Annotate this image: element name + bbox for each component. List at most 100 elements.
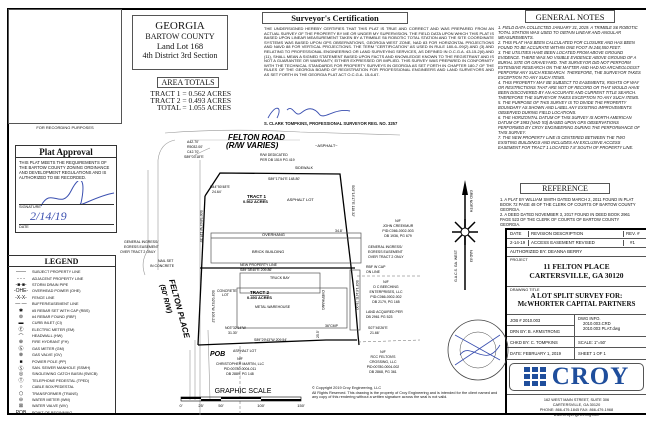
nail-set-1: NAIL SET bbox=[158, 259, 174, 263]
metal-warehouse-label: METAL WAREHOUSE bbox=[255, 305, 291, 309]
adj-ne-2: JOHN CREEKMUR bbox=[383, 224, 414, 228]
asphalt-lot: ASPHALT LOT bbox=[287, 197, 314, 202]
project-city: CARTERSVILLE, GA 30120 bbox=[529, 271, 624, 280]
se-bearing-1: S07°46'26"E bbox=[368, 326, 388, 330]
adj-south-2: CHRISTOPHER MARTIN, LLC bbox=[216, 362, 265, 366]
adj-e-1: N/F bbox=[383, 280, 389, 284]
surveyor-signature bbox=[267, 107, 351, 119]
company-website[interactable]: www.CroyEngineering.com bbox=[553, 413, 600, 417]
land-lot: Land Lot 168 bbox=[156, 41, 204, 51]
rw-dedicated-1: R/W DEDICATED bbox=[260, 153, 288, 157]
drawing-title: DRAWING TITLE A LOT SPLIT SURVEY FOR: Mc… bbox=[507, 287, 646, 315]
legend-symbol-icon: ⌒ bbox=[18, 333, 24, 340]
legend-item: ⊖WATER METER (WM) bbox=[10, 397, 113, 403]
legend-label: ELECTRIC METER (EM) bbox=[32, 327, 75, 332]
rev-num: #1 bbox=[623, 240, 643, 246]
legend-symbol-icon: ⊖ bbox=[18, 397, 24, 403]
legend-item: ——SUBJECT PROPERTY LINE bbox=[10, 269, 113, 275]
company-phone: PHONE: 866-479-1845 FAX: 866-479-1968 bbox=[539, 408, 614, 412]
legend-symbol-icon: ■ bbox=[19, 358, 23, 365]
land-acquired-2: DB 2961 PG 523 bbox=[366, 315, 393, 319]
legend-symbol-icon: -x-x- bbox=[15, 294, 27, 301]
legend-item: ⌒HEADWALL (HW) bbox=[10, 333, 113, 340]
plat-approval: Plat Approval THIS PLAT MEETS THE REQUIR… bbox=[15, 145, 117, 233]
state: GEORGIA bbox=[155, 20, 205, 32]
recording-box bbox=[8, 9, 122, 124]
easement-e-1: GENERAL INGRESS/ bbox=[368, 245, 402, 249]
easement-e-3: OVER TRACT 2 ONLY bbox=[368, 255, 404, 259]
east-bearing-2: S03°14'14"E 78.00' bbox=[355, 280, 359, 310]
se-bearing-2: 21.66' bbox=[370, 331, 380, 335]
legend-item: ▬CURB INLET (CI) bbox=[10, 320, 113, 326]
checked-by: CHKD BY: C. TOMPKINS bbox=[507, 337, 574, 348]
legend-symbol-icon: Ⓢ bbox=[18, 365, 24, 372]
legend-label: POWER POLE (PP) bbox=[32, 359, 67, 364]
cmp-label: 36"CMP bbox=[325, 324, 339, 328]
general-note: 6. THE HORIZONTAL DATUM OF THIS SURVEY I… bbox=[498, 115, 640, 135]
rev-date: 2-14-19 bbox=[510, 240, 526, 245]
legend-symbol-icon: — — bbox=[15, 301, 27, 308]
adjacent-lines bbox=[239, 275, 421, 415]
job-number: JOB # 2010.003 bbox=[507, 315, 574, 326]
concrete-lot-1: CONCRETE bbox=[217, 289, 237, 293]
land-acquired-1: LAND ACQUIRED PER bbox=[366, 310, 403, 314]
legend-item: ○CABLE BOX/PEDESTAL bbox=[10, 384, 113, 390]
map-labels: FELTON ROAD (R/W VARIES) ~ASPHALT~ A42.7… bbox=[120, 133, 414, 376]
road-felton-road: FELTON ROAD bbox=[228, 133, 285, 142]
drawing-title-label: DRAWING TITLE bbox=[510, 288, 540, 292]
drawing-title-line1: A LOT SPLIT SURVEY FOR: bbox=[530, 292, 623, 300]
graphic-scale: GRAPHIC SCALE 0' 25' 50' 100' 150' bbox=[180, 388, 305, 408]
general-notes-list: 1. FIELD DATA COLLECTED JANUARY 31, 2019… bbox=[498, 25, 644, 150]
legend-label: SUBJECT PROPERTY LINE bbox=[32, 270, 81, 275]
brick-building bbox=[210, 232, 362, 264]
rev-header-desc: REVISION DESCRIPTION bbox=[528, 231, 623, 237]
adj-ne-1: N/F bbox=[395, 219, 401, 223]
reference-list: 1. A PLAT BY WILLIAM SMITH DATED MARCH 2… bbox=[500, 197, 640, 227]
overhang: OVERHANG bbox=[262, 232, 285, 237]
legend-item: - - -ADJACENT PROPERTY LINE bbox=[10, 275, 113, 282]
bearing-corner-1: N44°50'48"E bbox=[210, 185, 231, 189]
legend-label: WATER VALVE (WV) bbox=[32, 404, 68, 409]
company-city: CARTERSVILLE, GA 30120 bbox=[552, 403, 601, 407]
authorized-by: AUTHORIZED BY: DEANNA BERRY bbox=[507, 248, 646, 257]
drawing-date: DATE: FEBRUARY 1, 2019 bbox=[510, 351, 561, 356]
legend-title: LEGEND bbox=[8, 256, 115, 267]
legend-symbol-icon: Ⓔ bbox=[18, 327, 24, 334]
legend-item: ⊚#4 REBAR FOUND (RBF) bbox=[10, 314, 113, 320]
nad-label: NAD 83 bbox=[469, 250, 473, 262]
easement-e-2: EGRESS EASEMENT bbox=[368, 250, 404, 254]
tract-2-label: TRACT 2 bbox=[250, 290, 269, 295]
reference-item: 2. A DEED DATED NOVEMBER 3, 2017 FOUND I… bbox=[500, 212, 631, 227]
easement-w-2: EGRESS EASEMENT bbox=[124, 245, 160, 249]
drawing-title-line2: McWHORTER CAPITAL PARTNERS bbox=[517, 300, 636, 308]
recording-label: FOR RECORDING PURPOSES bbox=[36, 125, 94, 130]
approval-date-handwritten: 2/14/19 bbox=[30, 209, 67, 223]
plat-approval-title: Plat Approval bbox=[16, 146, 116, 158]
adj-e-4: PID:C066-0002-002 bbox=[370, 295, 401, 299]
pob-label: POB bbox=[210, 351, 225, 358]
adj-south-4: DB 2889, PG 148 bbox=[226, 372, 253, 376]
approval-signature bbox=[40, 181, 115, 207]
adj-se-3: CROSSING, LLC bbox=[369, 360, 397, 364]
signature-label: SIGNATURE bbox=[19, 204, 114, 209]
legend-label: STORM DRAIN PIPE bbox=[32, 282, 69, 287]
revision-header: DATE REVISION DESCRIPTION REV. # bbox=[507, 230, 646, 239]
legend-symbol-icon: -■-■- bbox=[15, 281, 27, 288]
adj-ne-3: PID:C066-0002-003 bbox=[382, 229, 413, 233]
north-arrow: GRID NORTH G.A.C.S. GA. WEST NAD 83 bbox=[452, 180, 478, 290]
copyright-text: Copyright 2019 Croy Engineering, LLC bbox=[315, 386, 382, 390]
curve-4: S89°03'18"E bbox=[184, 155, 204, 159]
legend-label: CURB INLET (CI) bbox=[32, 321, 62, 326]
general-note: 2. THIS PLAT HAS BEEN CALCULATED FOR CLO… bbox=[498, 40, 635, 50]
legend-label: ADJACENT PROPERTY LINE bbox=[32, 276, 84, 281]
project-label: PROJECT bbox=[510, 258, 528, 262]
concrete-lot-2: LOT bbox=[222, 293, 230, 297]
adj-e-2: D C BEECHING bbox=[373, 285, 399, 289]
rev-desc: ACCESS EASEMENT REVISED bbox=[528, 240, 623, 246]
legend-symbol-icon: ✱ bbox=[18, 307, 24, 314]
scale-tick: 50' bbox=[218, 403, 223, 408]
rev-header-date: DATE bbox=[510, 231, 522, 236]
